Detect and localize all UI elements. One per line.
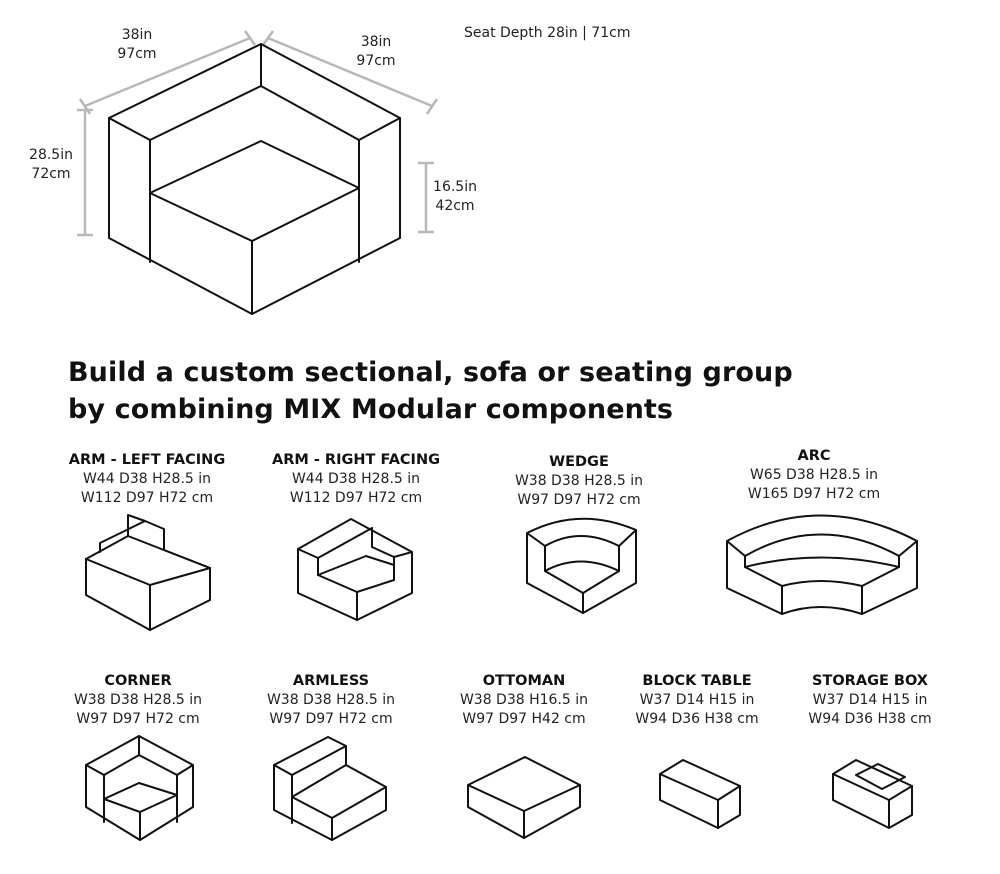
corner-icon: [85, 735, 194, 841]
component-name: ARMLESS: [292, 673, 370, 689]
component-name: ARM - LEFT FACING: [68, 452, 226, 468]
arm-right-facing-icon: [297, 518, 413, 621]
component-spec-in: W65 D38 H28.5 in: [749, 467, 879, 483]
wedge-icon: [526, 517, 637, 614]
headline: Build a custom sectional, sofa or seatin…: [68, 354, 968, 428]
component-name: ARM - RIGHT FACING: [271, 452, 440, 468]
component-storage-box: STORAGE BOX W37 D14 H15 in W94 D36 H38 c…: [795, 672, 945, 729]
armless-icon: [273, 736, 387, 841]
dimension-lines: [77, 30, 439, 237]
height-cm: 72cm: [31, 166, 71, 182]
arm-left-facing-icon: [85, 514, 211, 631]
height-in: 28.5in: [29, 147, 73, 163]
component-spec-in: W44 D38 H28.5 in: [82, 471, 212, 487]
component-name: WEDGE: [549, 454, 609, 470]
component-spec-in: W38 D38 H16.5 in: [459, 692, 589, 708]
component-spec-cm: W97 D97 H72 cm: [517, 492, 641, 508]
component-name: BLOCK TABLE: [642, 673, 752, 689]
arc-icon: [726, 514, 918, 615]
width-right-in: 38in: [360, 34, 392, 50]
width-left-in: 38in: [121, 27, 153, 43]
component-spec-cm: W94 D36 H38 cm: [635, 711, 759, 727]
seat-height-label: 16.5in 42cm: [424, 178, 486, 216]
component-name: ARC: [797, 448, 831, 464]
component-wedge: WEDGE W38 D38 H28.5 in W97 D97 H72 cm: [499, 453, 659, 510]
height-label: 28.5in 72cm: [20, 146, 82, 184]
component-spec-in: W37 D14 H15 in: [639, 692, 755, 708]
component-spec-in: W38 D38 H28.5 in: [73, 692, 203, 708]
component-spec-in: W44 D38 H28.5 in: [291, 471, 421, 487]
component-spec-cm: W97 D97 H42 cm: [462, 711, 586, 727]
seat-height-cm: 42cm: [435, 198, 475, 214]
width-right-cm: 97cm: [356, 53, 396, 69]
width-left-cm: 97cm: [117, 46, 157, 62]
component-block-table: BLOCK TABLE W37 D14 H15 in W94 D36 H38 c…: [622, 672, 772, 729]
headline-line-2: by combining MIX Modular components: [68, 394, 674, 425]
ottoman-icon: [467, 756, 581, 839]
component-corner: CORNER W38 D38 H28.5 in W97 D97 H72 cm: [58, 672, 218, 729]
component-spec-cm: W94 D36 H38 cm: [808, 711, 932, 727]
component-spec-cm: W112 D97 H72 cm: [289, 490, 423, 506]
component-name: OTTOMAN: [482, 673, 566, 689]
corner-module-drawing: [108, 43, 401, 315]
block-table-icon: [659, 759, 741, 829]
component-name: STORAGE BOX: [812, 673, 928, 689]
component-spec-in: W38 D38 H28.5 in: [514, 473, 644, 489]
component-name: CORNER: [104, 673, 172, 689]
component-spec-in: W37 D14 H15 in: [812, 692, 928, 708]
component-spec-cm: W165 D97 H72 cm: [747, 486, 881, 502]
component-spec-cm: W112 D97 H72 cm: [80, 490, 214, 506]
component-armless: ARMLESS W38 D38 H28.5 in W97 D97 H72 cm: [251, 672, 411, 729]
width-right-label: 38in 97cm: [345, 33, 407, 71]
component-arm-left-facing: ARM - LEFT FACING W44 D38 H28.5 in W112 …: [57, 451, 237, 508]
width-left-label: 38in 97cm: [106, 26, 168, 64]
component-spec-cm: W97 D97 H72 cm: [76, 711, 200, 727]
seat-height-in: 16.5in: [433, 179, 477, 195]
component-spec-in: W38 D38 H28.5 in: [266, 692, 396, 708]
component-ottoman: OTTOMAN W38 D38 H16.5 in W97 D97 H42 cm: [444, 672, 604, 729]
storage-box-icon: [832, 759, 913, 829]
seat-depth-label: Seat Depth 28in | 71cm: [464, 25, 631, 41]
component-spec-cm: W97 D97 H72 cm: [269, 711, 393, 727]
component-arm-right-facing: ARM - RIGHT FACING W44 D38 H28.5 in W112…: [265, 451, 447, 508]
component-arc: ARC W65 D38 H28.5 in W165 D97 H72 cm: [734, 447, 894, 504]
headline-line-1: Build a custom sectional, sofa or seatin…: [68, 357, 793, 388]
